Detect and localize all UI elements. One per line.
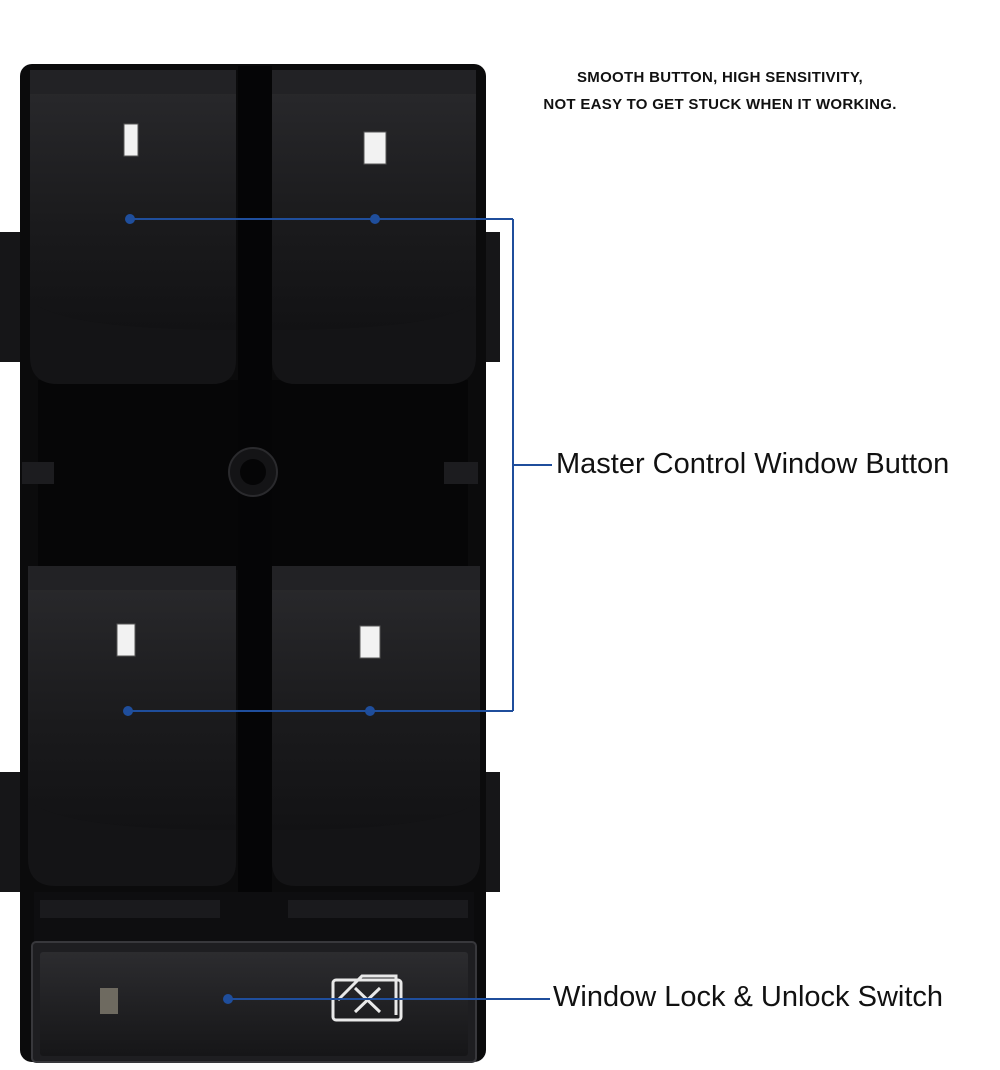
callout-dot — [223, 994, 233, 1004]
housing-tab-left-bottom — [0, 772, 22, 892]
housing-tab-left-top — [0, 232, 22, 362]
callout-dot — [123, 706, 133, 716]
notch-left — [22, 462, 54, 484]
notch-right — [444, 462, 478, 484]
window-button-indicator — [359, 625, 381, 659]
headline-line-1: SMOOTH BUTTON, HIGH SENSITIVITY, — [576, 69, 863, 86]
lock-indicator-light — [100, 988, 118, 1014]
lock-callout-line — [223, 994, 550, 1004]
window-lock-label: Window Lock & Unlock Switch — [553, 981, 944, 1013]
callout-dot — [125, 214, 135, 224]
window-button-indicator — [363, 131, 387, 165]
window-button-indicator — [116, 623, 136, 657]
window-lock-switch[interactable] — [31, 941, 477, 1063]
window-button-front-left[interactable] — [30, 70, 236, 384]
headline-line-2: NOT EASY TO GET STUCK WHEN IT WORKING. — [543, 96, 897, 113]
window-button-rear-right[interactable] — [272, 566, 480, 886]
product-headline: SMOOTH BUTTON, HIGH SENSITIVITY, NOT EAS… — [470, 64, 970, 118]
window-button-indicator — [123, 123, 139, 157]
master-callout-lines — [123, 214, 552, 716]
window-button-front-right[interactable] — [272, 70, 476, 384]
housing-tab-right-top — [482, 232, 500, 362]
callout-dot — [370, 214, 380, 224]
housing-tab-right-bottom — [482, 772, 500, 892]
master-control-label: Master Control Window Button — [556, 448, 950, 480]
callout-dot — [365, 706, 375, 716]
window-button-rear-left[interactable] — [28, 566, 236, 886]
